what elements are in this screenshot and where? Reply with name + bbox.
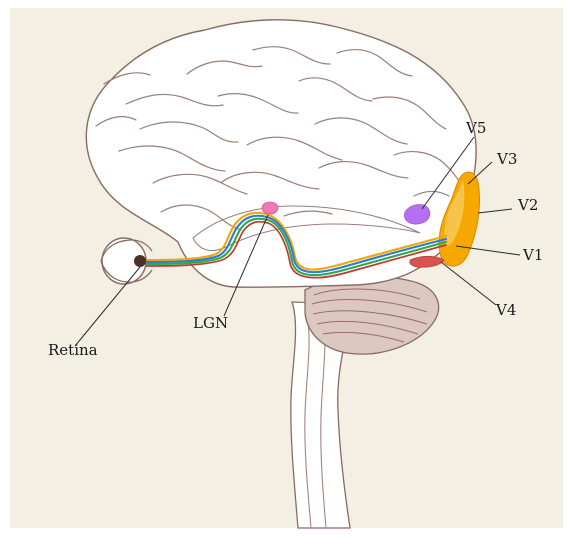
lgn-nucleus <box>262 202 278 214</box>
label-v4: V4 <box>495 301 516 319</box>
label-v2: V2 <box>517 196 538 214</box>
label-v1: V1 <box>522 246 543 264</box>
label-v5: V5 <box>465 119 486 137</box>
label-v3: V3 <box>496 150 517 168</box>
label-retina: Retina <box>48 341 98 359</box>
label-lgn: LGN <box>193 314 228 332</box>
retina-spot <box>134 255 146 267</box>
